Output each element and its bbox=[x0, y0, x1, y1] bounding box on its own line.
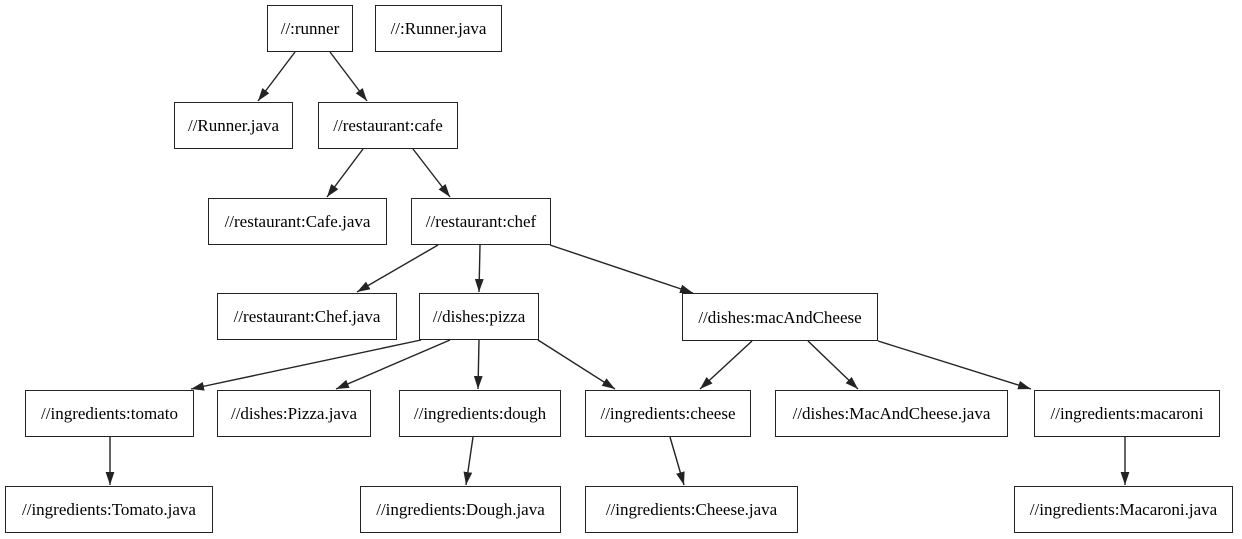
edge-chef-to-pizza bbox=[474, 244, 484, 293]
graph-node-macaroni: //ingredients:macaroni bbox=[1034, 390, 1220, 437]
edge-runner-to-cafe bbox=[329, 51, 368, 102]
edge-mac-and-cheese-to-macaroni bbox=[877, 340, 1032, 390]
edge-cafe-to-chef bbox=[412, 148, 451, 198]
edge-runner-to-runner-java bbox=[257, 51, 296, 102]
edge-pizza-to-dough bbox=[473, 339, 483, 390]
graph-node-pizza-java: //dishes:Pizza.java bbox=[217, 390, 371, 437]
graph-node-runner-java: //Runner.java bbox=[174, 102, 293, 149]
graph-node-runner: //:runner bbox=[267, 5, 353, 52]
graph-node-cheese: //ingredients:cheese bbox=[585, 390, 751, 437]
graph-node-cafe: //restaurant:cafe bbox=[318, 102, 458, 149]
graph-node-tomato-java: //ingredients:Tomato.java bbox=[5, 486, 213, 533]
graph-node-macaroni-java: //ingredients:Macaroni.java bbox=[1014, 486, 1233, 533]
edge-chef-to-chef-java bbox=[356, 244, 439, 293]
graph-node-chef: //restaurant:chef bbox=[411, 198, 551, 245]
edge-dough-to-dough-java bbox=[463, 436, 474, 486]
edge-group bbox=[105, 51, 1130, 486]
edge-chef-to-mac-and-cheese bbox=[549, 244, 694, 294]
graph-node-pizza: //dishes:pizza bbox=[419, 293, 539, 340]
edge-mac-and-cheese-to-cheese bbox=[699, 340, 753, 390]
graph-node-tomato: //ingredients:tomato bbox=[25, 390, 194, 437]
graph-node-runner-java-root: //:Runner.java bbox=[375, 5, 502, 52]
edge-mac-and-cheese-to-mac-and-cheese-java bbox=[807, 340, 859, 390]
graph-node-dough-java: //ingredients:Dough.java bbox=[360, 486, 561, 533]
graph-node-cheese-java: //ingredients:Cheese.java bbox=[585, 486, 798, 533]
edge-cheese-to-cheese-java bbox=[669, 436, 685, 486]
edge-cafe-to-cafe-java bbox=[326, 148, 364, 198]
graph-node-chef-java: //restaurant:Chef.java bbox=[217, 293, 397, 340]
edge-pizza-to-cheese bbox=[537, 339, 616, 390]
edge-pizza-to-tomato bbox=[190, 339, 422, 391]
graph-node-mac-and-cheese-java: //dishes:MacAndCheese.java bbox=[775, 390, 1008, 437]
graph-node-cafe-java: //restaurant:Cafe.java bbox=[208, 198, 387, 245]
edge-pizza-to-pizza-java bbox=[335, 339, 451, 390]
graph-node-dough: //ingredients:dough bbox=[399, 390, 561, 437]
graph-node-mac-and-cheese: //dishes:macAndCheese bbox=[682, 293, 878, 341]
